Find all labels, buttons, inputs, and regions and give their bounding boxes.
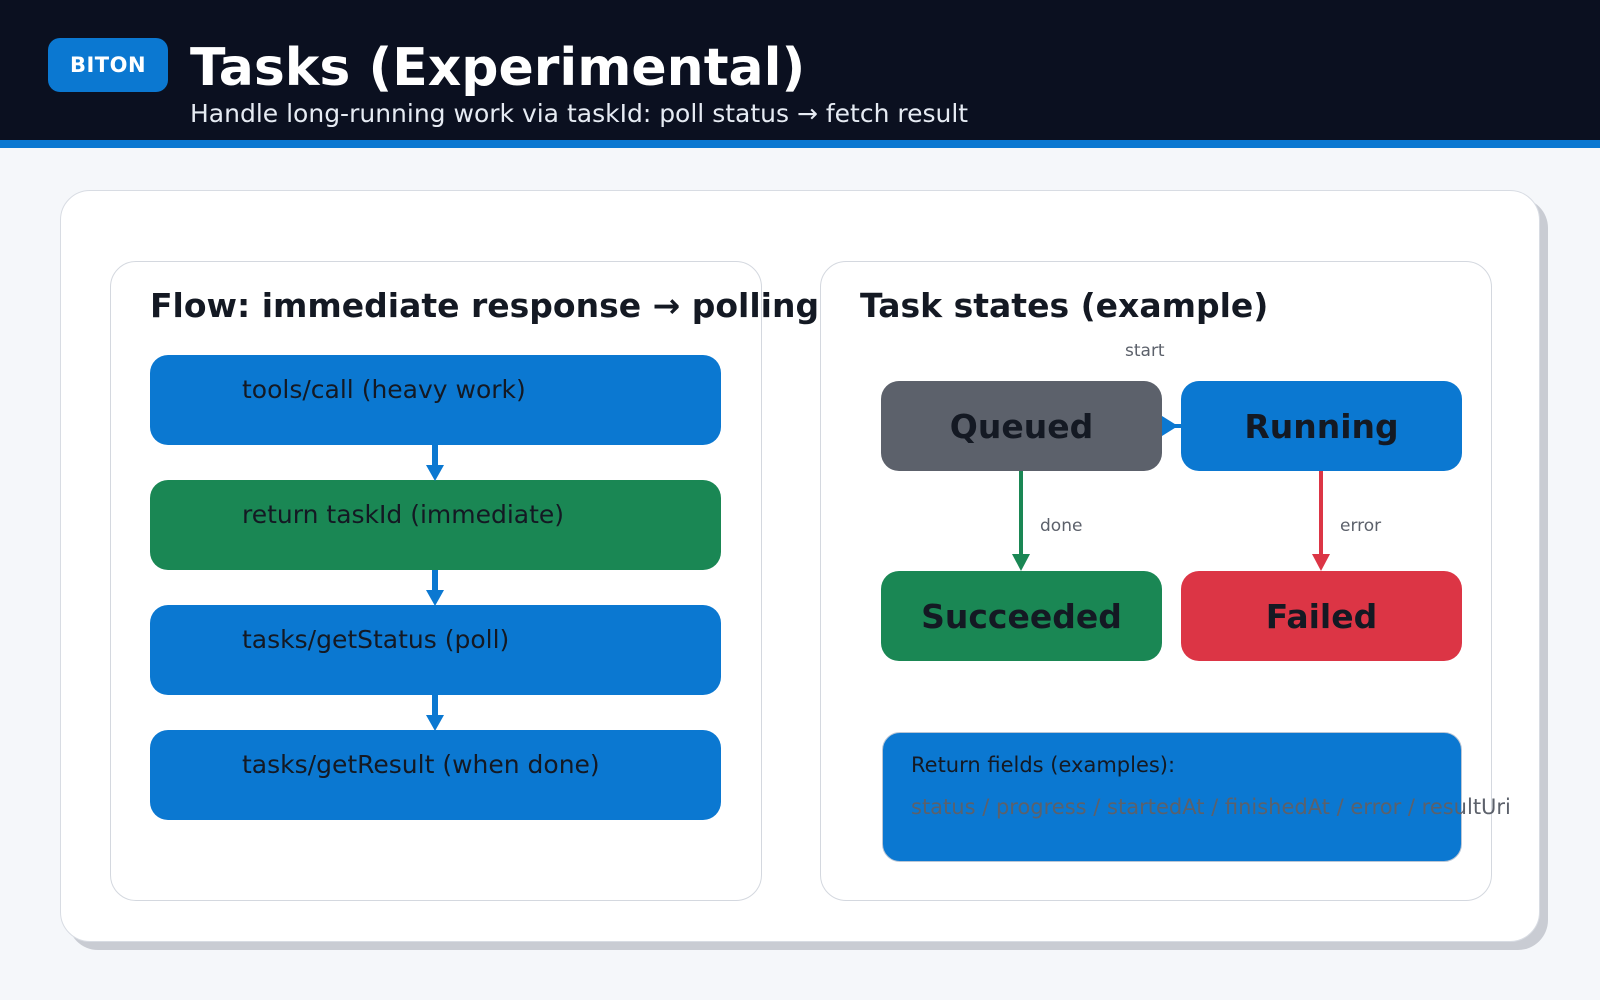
state-failed-label: Failed [1265, 596, 1378, 636]
state-running: Running [1181, 381, 1462, 471]
flow-step-label: tools/call (heavy work) [242, 375, 526, 404]
states-panel-title: Task states (example) [860, 286, 1273, 326]
edge-label-error: error [1340, 516, 1382, 536]
brand-badge: BITON [48, 38, 168, 92]
flow-step-get-result: tasks/getResult (when done) [150, 730, 721, 820]
return-fields-title: Return fields (examples): [911, 753, 1176, 777]
state-running-label: Running [1244, 406, 1399, 446]
state-queued-label: Queued [949, 406, 1094, 446]
flow-step-label: return taskId (immediate) [242, 500, 565, 529]
return-fields-box: Return fields (examples): status / progr… [882, 732, 1511, 862]
flow-step-return-taskid: return taskId (immediate) [150, 480, 721, 570]
edge-label-done: done [1040, 516, 1083, 536]
state-queued: Queued [881, 381, 1162, 471]
header [0, 0, 1600, 140]
flow-step-label: tasks/getResult (when done) [242, 750, 600, 779]
return-fields-list: status / progress / startedAt / finished… [911, 795, 1511, 819]
state-succeeded-label: Succeeded [921, 596, 1122, 636]
header-accent-bar [0, 140, 1600, 148]
state-failed: Failed [1181, 571, 1462, 661]
edge-label-start: start [1125, 341, 1165, 361]
flow-step-tools-call: tools/call (heavy work) [150, 355, 721, 445]
flow-step-label: tasks/getStatus (poll) [242, 625, 510, 654]
page-subtitle: Handle long-running work via taskId: pol… [190, 99, 969, 128]
flow-step-get-status: tasks/getStatus (poll) [150, 605, 721, 695]
page-title: Tasks (Experimental) [190, 38, 806, 98]
flow-panel-title: Flow: immediate response → polling [150, 286, 820, 325]
state-succeeded: Succeeded [881, 571, 1162, 661]
